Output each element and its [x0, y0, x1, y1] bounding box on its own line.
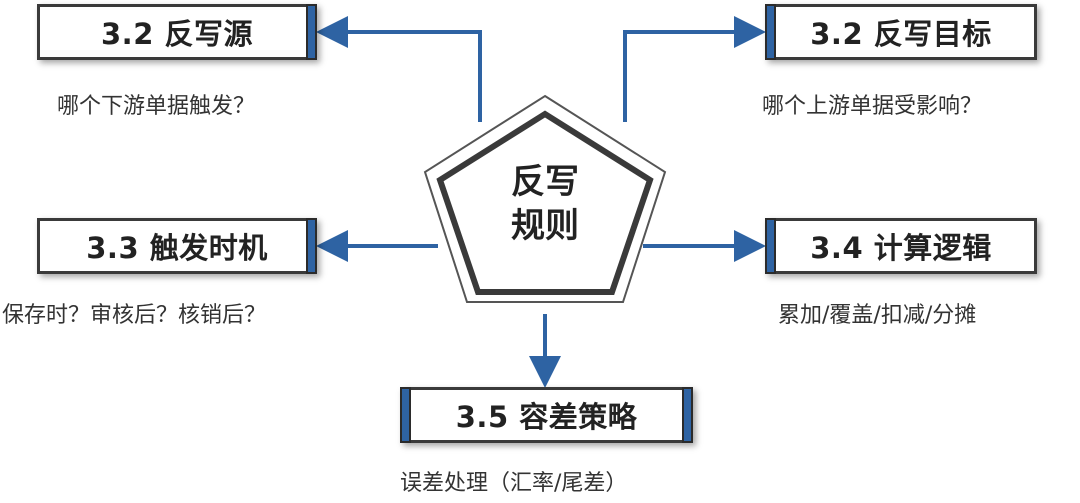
node-tolerance-desc: 误差处理（汇率/尾差） — [400, 471, 628, 496]
node-tolerance-accent-bar-left — [400, 387, 411, 443]
node-source-accent-bar — [306, 4, 317, 60]
center-pentagon-inner — [436, 110, 654, 295]
node-logic-accent-bar — [765, 218, 776, 274]
node-target-label: 3.2 反写目标 — [810, 17, 992, 51]
node-tolerance-box: 3.5 容差策略 — [400, 387, 693, 443]
node-logic-box: 3.4 计算逻辑 — [765, 218, 1037, 274]
node-source-label: 3.2 反写源 — [101, 17, 253, 51]
node-timing-label: 3.3 触发时机 — [86, 231, 268, 265]
node-tolerance-label: 3.5 容差策略 — [455, 400, 638, 434]
node-source-desc: 哪个下游单据触发？ — [57, 94, 256, 119]
arrow-to-target — [623, 16, 766, 122]
node-target-box: 3.2 反写目标 — [765, 4, 1037, 60]
center-label-line1: 反写 — [511, 162, 579, 202]
node-target-accent-bar — [765, 4, 776, 60]
node-tolerance-accent-bar-right — [682, 387, 693, 443]
center-label-line2: 规则 — [511, 206, 579, 246]
node-logic-label: 3.4 计算逻辑 — [810, 231, 992, 265]
arrow-to-source — [316, 16, 482, 122]
node-timing-accent-bar — [306, 218, 317, 274]
node-timing-desc: 保存时？审核后？核销后？ — [2, 303, 267, 328]
node-logic-desc: 累加/覆盖/扣减/分摊 — [778, 303, 977, 328]
node-target-desc: 哪个上游单据受影响？ — [762, 94, 983, 119]
node-timing-box: 3.3 触发时机 — [37, 218, 317, 274]
node-source-box: 3.2 反写源 — [37, 4, 317, 60]
center-label: 反写 规则 — [470, 160, 620, 248]
